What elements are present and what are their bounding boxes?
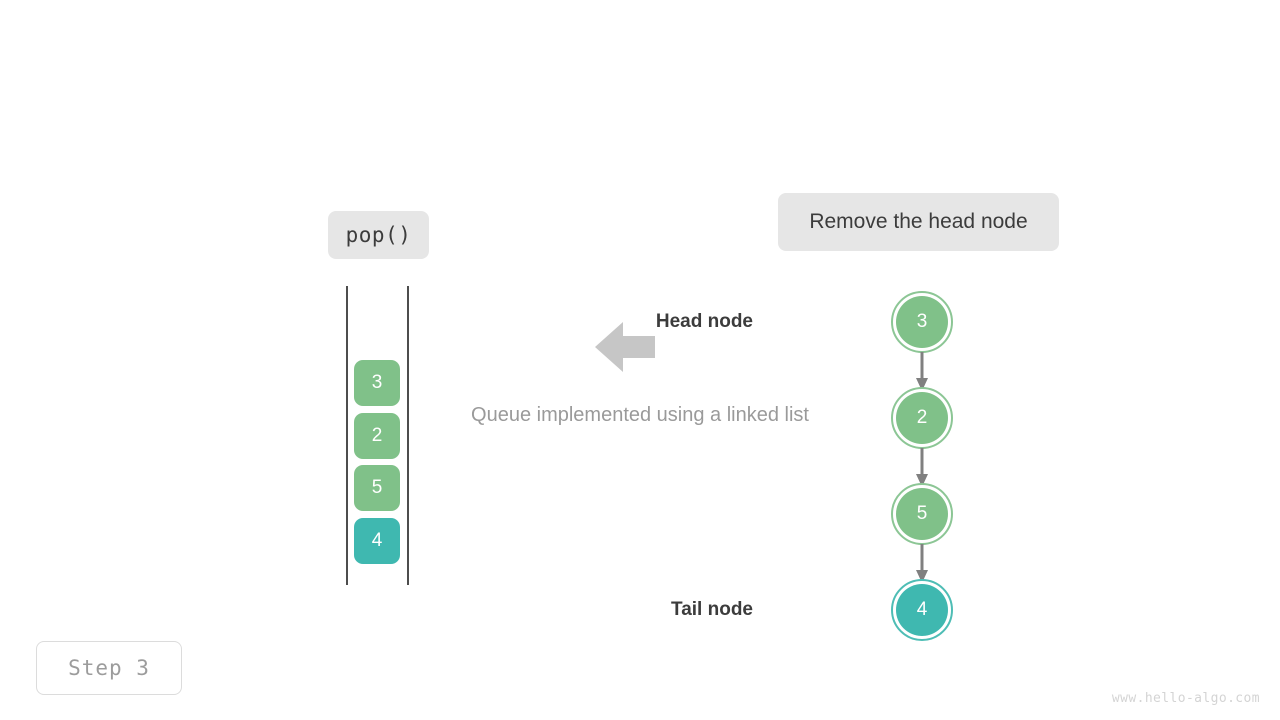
node-value: 2 <box>896 392 948 444</box>
operation-badge: pop() <box>328 211 429 259</box>
list-node: 2 <box>891 387 953 449</box>
node-value: 4 <box>896 584 948 636</box>
watermark: www.hello-algo.com <box>1111 691 1260 706</box>
step-badge: Step 3 <box>36 641 182 695</box>
queue-cell: 2 <box>354 413 400 459</box>
queue-cell: 5 <box>354 465 400 511</box>
list-node: 5 <box>891 483 953 545</box>
tail-node-label: Tail node <box>671 599 753 620</box>
linked-list: Head node 3 2 5 <box>656 286 965 646</box>
queue-rail-right <box>407 286 409 585</box>
center-caption: Queue implemented using a linked list <box>471 404 809 426</box>
action-description-badge: Remove the head node <box>778 193 1059 251</box>
node-value: 5 <box>896 488 948 540</box>
list-node-head: 3 <box>891 291 953 353</box>
arrow-left-icon <box>595 320 655 374</box>
link-arrow-icon <box>915 448 929 488</box>
link-arrow-icon <box>915 544 929 584</box>
queue-cell: 4 <box>354 518 400 564</box>
queue-rail-left <box>346 286 348 585</box>
list-node-tail: 4 <box>891 579 953 641</box>
queue-column: 3 2 5 4 <box>340 280 420 592</box>
link-arrow-icon <box>915 352 929 392</box>
queue-cell: 3 <box>354 360 400 406</box>
head-node-label: Head node <box>655 311 753 332</box>
node-value: 3 <box>896 296 948 348</box>
